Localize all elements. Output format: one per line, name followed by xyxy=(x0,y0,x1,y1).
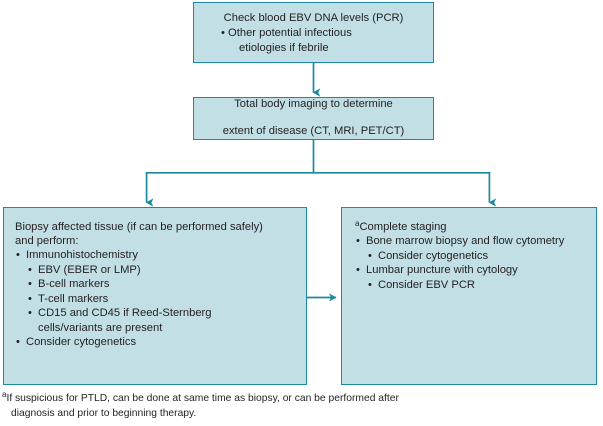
staging-lead: aComplete staging xyxy=(355,219,585,234)
biopsy-lead: Biopsy affected tissue (if can be perfor… xyxy=(15,220,295,248)
footnote-line1: If suspicious for PTLD, can be done at s… xyxy=(6,393,399,404)
node-imaging-line2: extent of disease (CT, MRI, PET/CT) xyxy=(222,125,405,138)
footnote-marker-a: a xyxy=(355,219,360,228)
node-ebv-bullet-line2: etiologies if febrile xyxy=(239,41,329,54)
bullet-glyph: • xyxy=(356,235,360,247)
list-item-label: EBV (EBER or LMP) xyxy=(38,263,141,276)
bullet-glyph: • xyxy=(221,26,225,39)
list-item-label: B-cell markers xyxy=(38,278,110,291)
list-item-lumbar-puncture: • Lumbar puncture with cytology • Consid… xyxy=(355,263,585,292)
list-item: • T-cell markers xyxy=(26,292,295,307)
node-check-ebv-dna: Check blood EBV DNA levels (PCR) • Other… xyxy=(193,2,434,63)
node-ebv-bullet-line1: Other potential infectious xyxy=(228,26,352,39)
list-item-label: Lumbar puncture with cytology xyxy=(366,264,518,277)
node-complete-staging: aComplete staging • Bone marrow biopsy a… xyxy=(341,207,597,385)
biopsy-lead-line2: and perform: xyxy=(15,235,79,247)
biopsy-list: • Immunohistochemistry • EBV (EBER or LM… xyxy=(15,248,295,350)
staging-lead-label: Complete staging xyxy=(359,221,447,233)
bullet-glyph: • xyxy=(28,263,32,276)
bullet-glyph: • xyxy=(368,249,372,262)
list-item-label: Immunohistochemistry xyxy=(26,249,138,261)
list-item: • Consider cytogenetics xyxy=(366,249,585,264)
bullet-glyph: • xyxy=(28,307,32,320)
node-biopsy-affected-tissue: Biopsy affected tissue (if can be perfor… xyxy=(3,207,307,385)
staging-list: • Bone marrow biopsy and flow cytometry … xyxy=(355,234,585,292)
list-item-label: Consider cytogenetics xyxy=(378,249,489,262)
bullet-glyph: • xyxy=(28,278,32,291)
figure-footnote: aIf suspicious for PTLD, can be done at … xyxy=(2,390,598,421)
bullet-glyph: • xyxy=(368,278,372,291)
bullet-glyph: • xyxy=(16,336,20,349)
list-item-bone-marrow-biopsy: • Bone marrow biopsy and flow cytometry … xyxy=(355,234,585,263)
list-item-label: Consider EBV PCR xyxy=(378,278,475,291)
list-item: • B-cell markers xyxy=(26,277,295,292)
list-item: • Consider EBV PCR xyxy=(366,278,585,293)
bullet-glyph: • xyxy=(16,249,20,261)
node-imaging-text: Total body imaging to determine extent o… xyxy=(202,84,425,153)
bone-marrow-sublist: • Consider cytogenetics xyxy=(366,249,585,264)
list-item-label-cont: cells/variants are present xyxy=(38,321,163,334)
node-ebv-bullet-cont: etiologies if febrile xyxy=(204,42,423,56)
list-item: • EBV (EBER or LMP) xyxy=(26,263,295,278)
list-item-label: T-cell markers xyxy=(38,292,109,305)
footnote-line2: diagnosis and prior to beginning therapy… xyxy=(11,407,197,419)
node-ebv-title: Check blood EBV DNA levels (PCR) xyxy=(223,12,404,24)
node-ebv-bullet: • Other potential infectious xyxy=(204,27,423,41)
biopsy-lead-line1: Biopsy affected tissue (if can be perfor… xyxy=(15,221,263,233)
list-item-label: Bone marrow biopsy and flow cytometry xyxy=(366,235,565,247)
list-item-immunohistochemistry: • Immunohistochemistry • EBV (EBER or LM… xyxy=(15,248,295,335)
bullet-glyph: • xyxy=(356,264,360,277)
lumbar-puncture-sublist: • Consider EBV PCR xyxy=(366,278,585,293)
footnote-marker-a: a xyxy=(2,390,7,399)
list-item-label: CD15 and CD45 if Reed-Sternberg xyxy=(38,307,212,320)
node-total-body-imaging: Total body imaging to determine extent o… xyxy=(193,97,434,140)
node-imaging-line1: Total body imaging to determine xyxy=(234,97,393,110)
list-item: • CD15 and CD45 if Reed-Sternberg cells/… xyxy=(26,306,295,335)
immunohistochemistry-sublist: • EBV (EBER or LMP) • B-cell markers • T… xyxy=(26,263,295,336)
list-item-consider-cytogenetics: • Consider cytogenetics xyxy=(15,335,295,350)
list-item-label: Consider cytogenetics xyxy=(26,336,137,349)
bullet-glyph: • xyxy=(28,292,32,305)
